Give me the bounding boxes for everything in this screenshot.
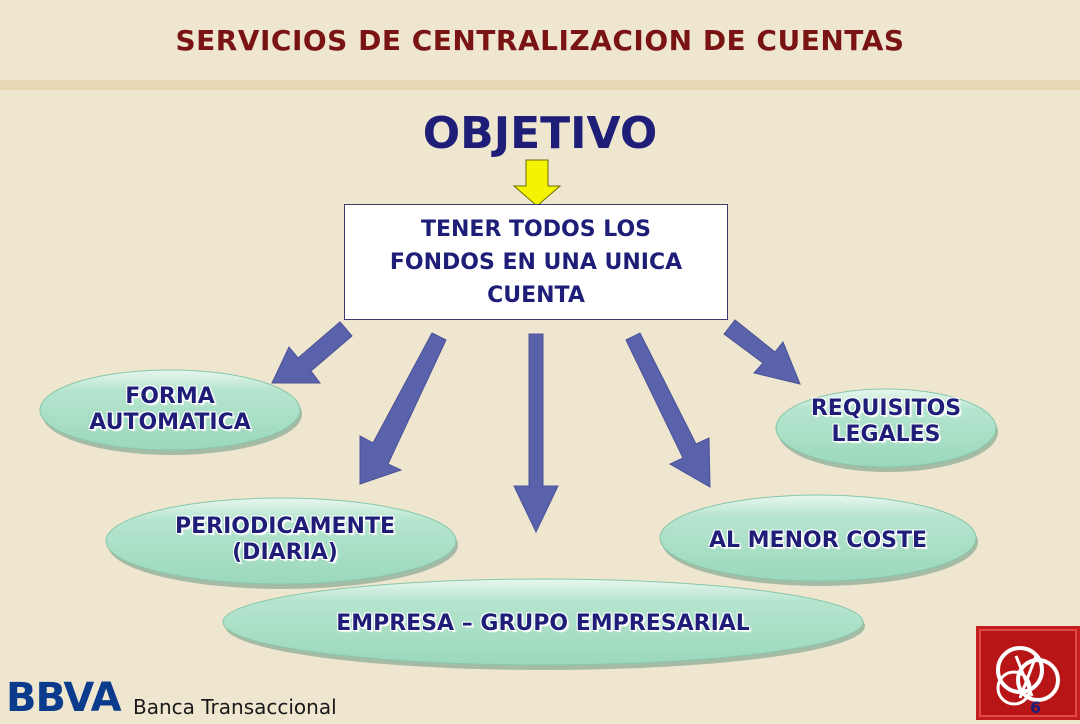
pill-coste xyxy=(659,494,978,586)
slide-title: SERVICIOS DE CENTRALIZACION DE CUENTAS xyxy=(175,24,905,57)
node-empresa: EMPRESA – GRUPO EMPRESARIAL xyxy=(336,611,750,636)
emblem-icon xyxy=(979,629,1077,717)
node-forma-automatica: FORMA AUTOMATICA xyxy=(89,384,251,435)
arrow-to-periodicamente xyxy=(359,332,447,485)
header-divider xyxy=(0,80,1080,90)
footer-section: Banca Transaccional xyxy=(133,695,337,719)
pill-requisitos xyxy=(775,388,998,472)
objective-heading: OBJETIVO xyxy=(422,108,658,159)
node-periodicamente: PERIODICAMENTE (DIARIA) xyxy=(175,514,395,565)
pill-empresa xyxy=(222,578,865,670)
node-menor-coste: AL MENOR COSTE xyxy=(708,528,928,553)
header-bar xyxy=(0,0,1080,80)
bbva-logo: BBVA xyxy=(6,675,122,721)
pill-forma xyxy=(39,369,302,455)
goal-text: TENER TODOS LOS FONDOS EN UNA UNICA CUEN… xyxy=(389,216,683,308)
arrow-to-empresa xyxy=(513,333,559,534)
arrow-to-forma xyxy=(271,321,353,384)
page-number: 6 xyxy=(1030,698,1042,717)
arrow-to-requisitos xyxy=(723,319,801,385)
entry-arrow xyxy=(512,159,562,207)
node-requisitos-legales: REQUISITOS LEGALES xyxy=(810,396,962,447)
emblem-logo xyxy=(976,626,1080,720)
arrow-to-coste xyxy=(625,332,711,488)
goal-box: TENER TODOS LOS FONDOS EN UNA UNICA CUEN… xyxy=(344,204,728,320)
pill-periodicamente xyxy=(105,497,458,589)
